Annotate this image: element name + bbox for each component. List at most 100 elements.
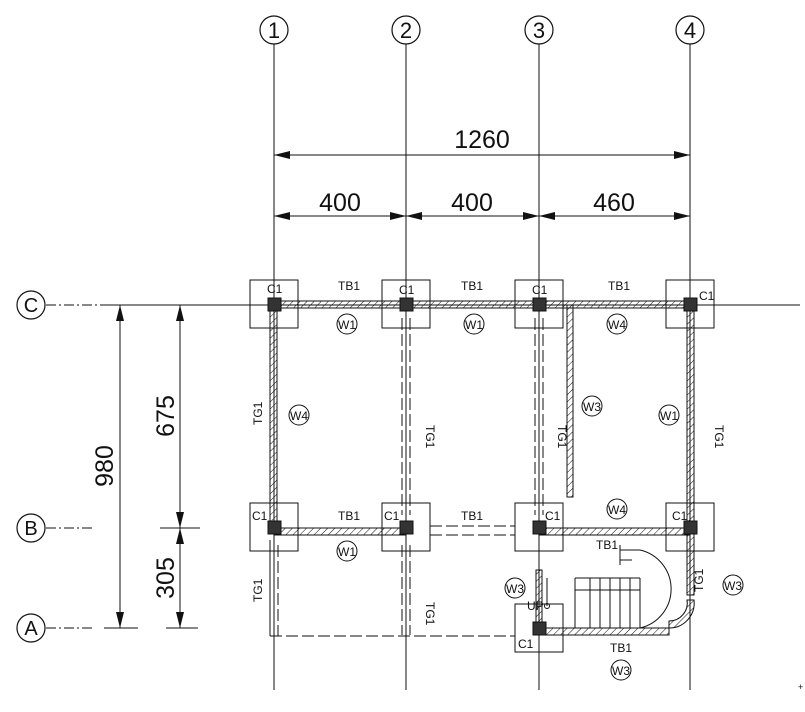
wall-tag: W3 [583, 400, 601, 414]
stair-landing-curve [639, 549, 672, 629]
beam-label: TB1 [596, 538, 618, 552]
dim-span-2: 400 [451, 189, 493, 217]
column [399, 297, 414, 312]
beam-label: TB1 [338, 509, 360, 523]
girder-label: TG1 [251, 401, 265, 425]
wall-tag-circle [463, 313, 485, 335]
beams [269, 300, 695, 636]
dashed-beams [270, 318, 544, 637]
beam-stair-bottom [538, 627, 670, 636]
dim-vertical-span-2: 305 [152, 557, 180, 599]
corner-mark: + [798, 682, 803, 692]
column-axis-bubbles: 1 2 3 4 [259, 15, 705, 45]
axis-bubble-a [16, 613, 46, 643]
stair [544, 545, 672, 629]
column [532, 297, 547, 312]
wall-interior-w3 [566, 304, 574, 498]
axis-label-a: A [24, 618, 38, 640]
beam-col-4 [686, 304, 695, 596]
dim-span-1: 400 [319, 189, 361, 217]
axis-label-1: 1 [268, 18, 280, 43]
wall-tag-circle [504, 577, 526, 599]
arrow-head [176, 528, 184, 544]
column-label: C1 [267, 282, 283, 296]
horizontal-dimensions: 1260 400 400 460 [274, 126, 690, 220]
arrow-head [176, 612, 184, 628]
beam-label: TB1 [608, 279, 630, 293]
arrow-head [116, 612, 124, 628]
column-label: C1 [252, 509, 268, 523]
wall-tag-circle [336, 313, 358, 335]
beam-label: TB1 [610, 641, 632, 655]
column-labels: C1 C1 C1 C1 C1 C1 C1 C1 C1 [252, 282, 715, 651]
girder-label: TG1 [692, 568, 706, 592]
beam-stair-curve [668, 599, 695, 629]
girder-label: TG1 [423, 425, 437, 449]
column-label: C1 [672, 509, 688, 523]
beam-label: TB1 [461, 279, 483, 293]
wall-tag-circle [288, 404, 310, 426]
girder-labels: TG1 TG1 TG1 TG1 TG1 TG1 TG1 [251, 401, 726, 625]
axis-bubble-2 [391, 15, 421, 45]
column [532, 621, 547, 636]
footing [381, 502, 431, 552]
girder-label: TG1 [423, 602, 437, 626]
wall-tags: W1 W1 W4 W4 W3 W1 W4 W1 W3 W3 W3 [288, 313, 744, 681]
wall-tag-circle [581, 395, 603, 417]
column-label: C1 [518, 637, 534, 651]
column-label: C1 [532, 283, 548, 297]
arrow-head [539, 212, 555, 220]
wall-tag: W1 [465, 318, 483, 332]
girder-label: TG1 [712, 425, 726, 449]
wall-tag: W3 [506, 582, 524, 596]
wall-tag-circle [658, 404, 680, 426]
dim-overall: 1260 [454, 126, 510, 154]
girder-label: TG1 [251, 578, 265, 602]
column-label: C1 [384, 509, 400, 523]
beam-col-1 [269, 304, 278, 529]
wall-tag: W1 [338, 545, 356, 559]
beam-label: TB1 [461, 509, 483, 523]
axis-bubble-3 [524, 15, 554, 45]
girder-label: TG1 [555, 425, 569, 449]
arrow-head [274, 151, 290, 159]
wall-tag: W4 [608, 503, 626, 517]
beam-label: TB1 [338, 279, 360, 293]
wall-tag-circle [336, 540, 358, 562]
dim-span-3: 460 [593, 189, 635, 217]
footing [514, 502, 564, 552]
wall-tag: W1 [660, 409, 678, 423]
wall-tag-circle [610, 659, 632, 681]
wall-tag: W4 [608, 318, 626, 332]
column [267, 520, 282, 535]
column [267, 297, 282, 312]
columns [267, 297, 698, 636]
wall-tag-circle [606, 313, 628, 335]
row-axis-bubbles: C B A [16, 290, 46, 643]
arrow-head [674, 151, 690, 159]
axis-label-2: 2 [400, 18, 412, 43]
wall-tag-circle [722, 574, 744, 596]
wall-tag: W4 [290, 409, 308, 423]
column-label: C1 [545, 509, 561, 523]
beam-labels: TB1 TB1 TB1 TB1 TB1 TB1 TB1 [338, 279, 632, 655]
arrow-head [274, 212, 290, 220]
arrow-head [406, 212, 422, 220]
arrow-head [674, 212, 690, 220]
dim-vertical-span-1: 675 [152, 395, 180, 437]
dim-vertical-total: 980 [91, 445, 119, 487]
arrow-head [390, 212, 406, 220]
wall-tag: W1 [338, 318, 356, 332]
arrow-head [176, 512, 184, 528]
column [683, 520, 698, 535]
axis-bubble-1 [259, 15, 289, 45]
axis-bubble-c [16, 290, 46, 320]
axis-label-3: 3 [533, 18, 545, 43]
axis-label-c: C [24, 295, 38, 317]
stair-up-dot [544, 603, 550, 609]
wall-tag-circle [606, 498, 628, 520]
stair-up-label: UP [527, 599, 544, 613]
beam-row-b-left [273, 527, 407, 536]
wall-tag: W3 [724, 579, 742, 593]
